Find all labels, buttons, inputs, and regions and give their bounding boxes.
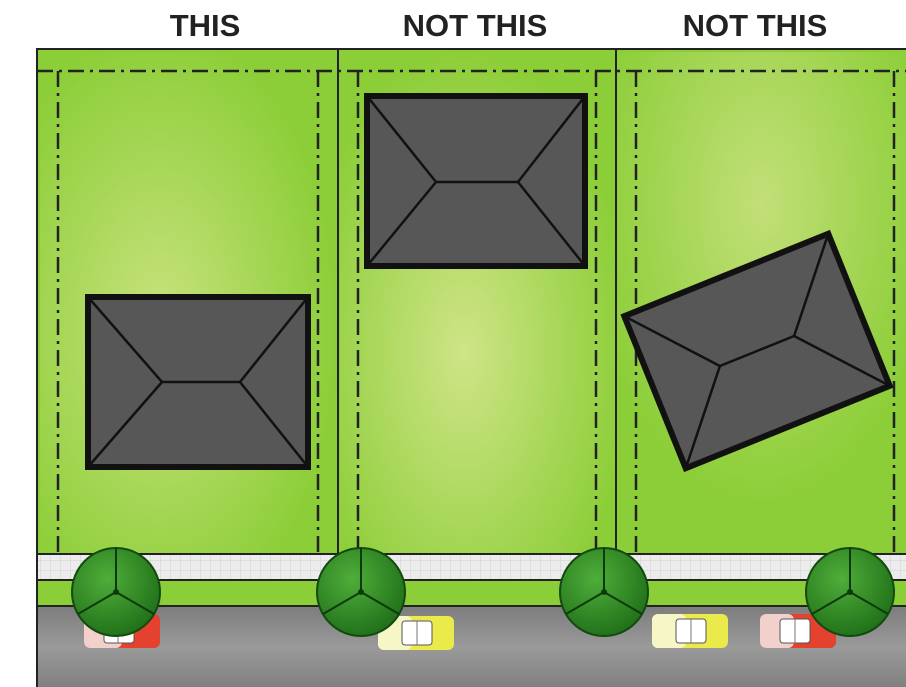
tree-icon [805, 547, 895, 637]
tree-icon [316, 547, 406, 637]
house-roof-setback [364, 93, 588, 269]
sidewalk [37, 553, 906, 580]
heading-not-this-2: NOT THIS [682, 8, 828, 43]
grass-verge [37, 579, 906, 607]
house-roof-aligned [85, 294, 311, 470]
heading-this: THIS [169, 8, 241, 43]
heading-not-this-1: NOT THIS [402, 8, 548, 43]
tree-icon [71, 547, 161, 637]
car-yellow-1 [378, 616, 454, 650]
lot-dividers [337, 49, 617, 554]
tree-icon [559, 547, 649, 637]
car-yellow-2 [652, 614, 728, 648]
house-roof-rotated [620, 229, 894, 473]
